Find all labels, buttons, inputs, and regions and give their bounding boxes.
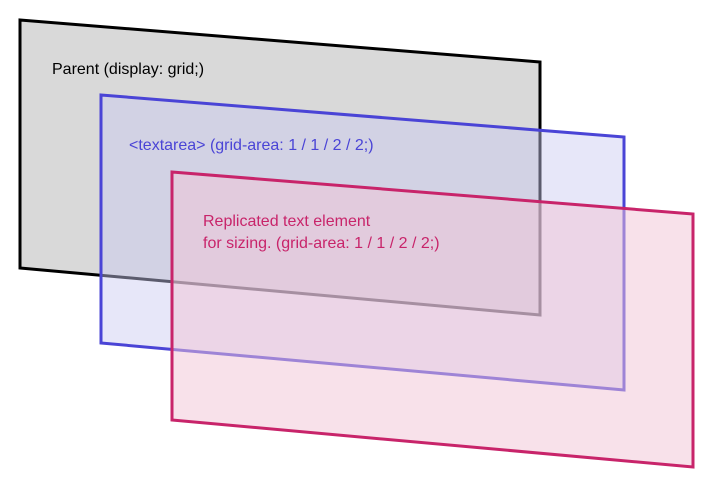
replicated-element-panel	[170, 170, 695, 469]
textarea-label: <textarea> (grid-area: 1 / 1 / 2 / 2;)	[129, 137, 374, 154]
replicated-label-line-1: Replicated text element	[203, 213, 371, 230]
replicated-layer: Replicated text element for sizing. (gri…	[170, 170, 695, 469]
replicated-label-line-2: for sizing. (grid-area: 1 / 1 / 2 / 2;)	[203, 235, 440, 252]
parent-label: Parent (display: grid;)	[52, 61, 204, 78]
